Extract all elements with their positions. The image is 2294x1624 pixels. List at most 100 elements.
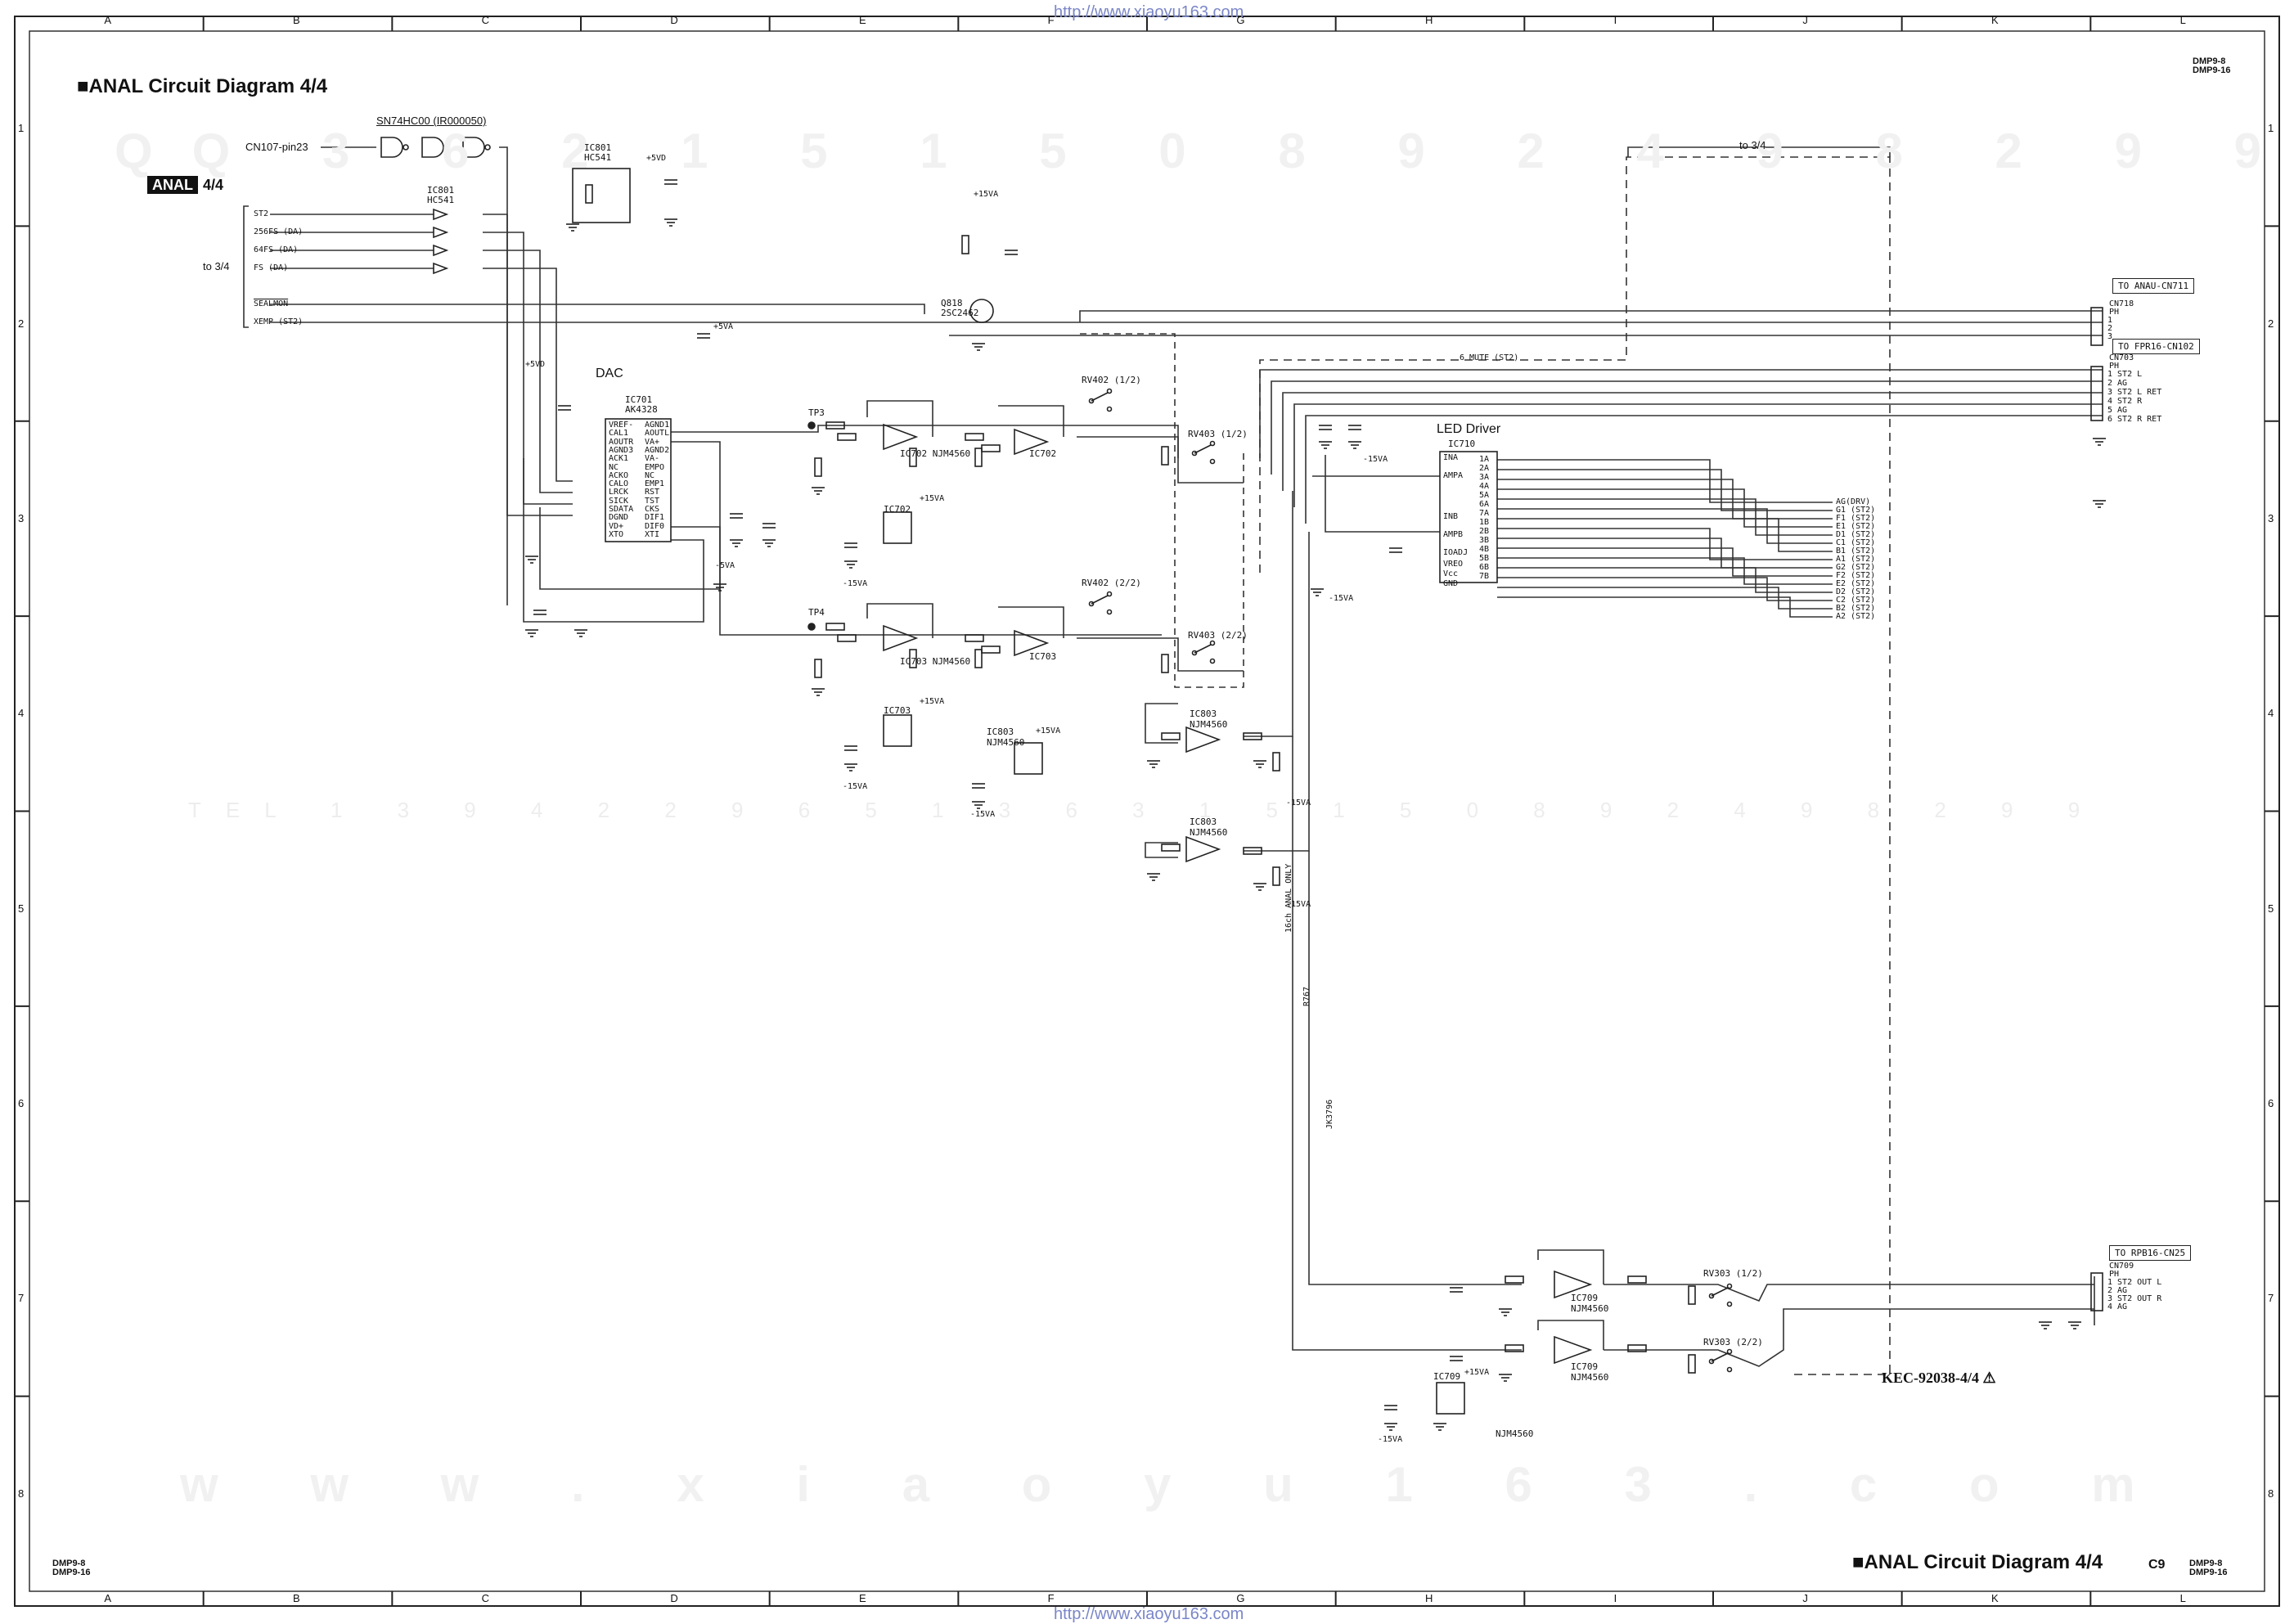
cn703-pin: 5 AG bbox=[2107, 406, 2128, 415]
led-output: D1 (ST2) bbox=[1836, 530, 1876, 539]
dac-pin-right: VA+ bbox=[645, 437, 660, 447]
cn703-pin: 1 ST2 L bbox=[2107, 370, 2143, 379]
ic803a-out bbox=[1244, 491, 1293, 737]
grid-row-label-right: 8 bbox=[2268, 1487, 2274, 1500]
ground-15 bbox=[1253, 883, 1266, 891]
capacitor-10 bbox=[1348, 425, 1361, 430]
cn107-label: CN107-pin23 bbox=[245, 141, 308, 153]
grid-col-label-bottom: C bbox=[481, 1592, 490, 1604]
cn709-pin: 2 AG bbox=[2107, 1286, 2128, 1295]
resistor-v-7 bbox=[1161, 654, 1169, 673]
dac-pin-right: AGND2 bbox=[645, 445, 670, 455]
led-out-wire-3 bbox=[1497, 488, 1833, 528]
led-pin-right: 5A bbox=[1479, 491, 1490, 500]
ic703-label: IC703 NJM4560 bbox=[900, 656, 970, 667]
cn718-ph: PH bbox=[2109, 308, 2120, 317]
ic702-ref: IC702 bbox=[900, 448, 928, 459]
capacitor-2 bbox=[730, 513, 743, 519]
source-url-bottom[interactable]: http://www.xiaoyu163.com bbox=[1054, 1605, 1244, 1623]
ic709a-out bbox=[1604, 1284, 2094, 1302]
resistor-v-1 bbox=[814, 659, 822, 678]
resistor-v-3 bbox=[909, 649, 917, 668]
ic703-feedback bbox=[866, 603, 933, 638]
led-out-wire-6 bbox=[1497, 518, 1833, 552]
mute-dashed-wire bbox=[1080, 333, 1244, 688]
rv403a-wire bbox=[1077, 436, 1244, 484]
ground-6 bbox=[812, 688, 825, 696]
opamp-ic709a bbox=[1554, 1270, 1593, 1299]
nand-bubble-0 bbox=[403, 144, 409, 151]
note-jk3796: JK3796 bbox=[1325, 1099, 1334, 1129]
capacitor-7 bbox=[972, 783, 985, 789]
dac-pin-left: AGND3 bbox=[609, 445, 634, 455]
cn703-wire-0 bbox=[1259, 369, 2103, 458]
led-driver-body bbox=[1439, 451, 1498, 583]
title-square-icon: ■ bbox=[1852, 1551, 1864, 1573]
ground-21 bbox=[2039, 1321, 2052, 1329]
ic801b-body bbox=[572, 168, 631, 223]
opamp-ic703a bbox=[883, 624, 919, 652]
switch-blade bbox=[1194, 644, 1212, 654]
ic709a-ref: IC709 bbox=[1571, 1293, 1599, 1303]
dac-body bbox=[605, 418, 672, 542]
led-pin-right: 3A bbox=[1479, 473, 1490, 482]
resistor-v-0 bbox=[814, 457, 822, 477]
ic702-label: IC702 NJM4560 bbox=[900, 448, 970, 459]
led-pin-right: 6B bbox=[1479, 563, 1490, 572]
section-tag-inverse: ANAL bbox=[147, 176, 198, 194]
cn718-pin: 1 bbox=[2107, 316, 2113, 325]
ground-1 bbox=[525, 629, 538, 637]
grid-col-label-bottom: F bbox=[1047, 1592, 1055, 1604]
led-pin-left: IOADJ bbox=[1443, 548, 1469, 557]
ic801a-ref: IC801 bbox=[427, 185, 455, 196]
led-pin-right: 7B bbox=[1479, 572, 1490, 581]
resistor-v-12 bbox=[961, 235, 969, 254]
rail-pos-ic703: +15VA bbox=[920, 697, 945, 706]
ground-18 bbox=[1499, 1308, 1512, 1316]
led-out-wire-4 bbox=[1497, 498, 1833, 536]
switch-rv-4 bbox=[1708, 1283, 1733, 1307]
source-url-top[interactable]: http://www.xiaoyu163.com bbox=[1054, 3, 1244, 21]
grid-row-label-left: 8 bbox=[18, 1487, 25, 1500]
ic709-supply-box bbox=[1436, 1382, 1465, 1415]
to34-dashed-wire bbox=[1259, 156, 1891, 1375]
grid-col-label-top: E bbox=[859, 14, 866, 26]
led-pin-right: 4B bbox=[1479, 545, 1490, 554]
dac-pin-right: DIF0 bbox=[645, 521, 665, 531]
dac-outr-wire bbox=[671, 441, 1162, 636]
ic703-supply-box bbox=[883, 714, 912, 747]
ic801b-ref: IC801 bbox=[584, 142, 612, 153]
capacitor-9 bbox=[1319, 425, 1332, 430]
switch-contact bbox=[1209, 658, 1216, 664]
rv303a-label: RV303 (1/2) bbox=[1703, 1268, 1763, 1279]
grid-col-label-top: K bbox=[1991, 14, 1999, 26]
resistor-7 bbox=[1161, 843, 1181, 852]
led-output: G1 (ST2) bbox=[1836, 506, 1876, 515]
nand-bubble-1 bbox=[443, 144, 450, 151]
model-tag-bottom-left: DMP9-8 DMP9-16 bbox=[52, 1559, 90, 1577]
signal-256fs: 256FS (DA) bbox=[254, 227, 304, 236]
dac-ic-part: AK4328 bbox=[625, 404, 658, 415]
dac-pin-left: CALO bbox=[609, 479, 629, 489]
opamp-ic803a bbox=[1185, 726, 1221, 754]
dac-pin-left: SICK bbox=[609, 496, 629, 506]
rail-5vd-ic801b: +5VD bbox=[646, 154, 667, 163]
led-output: A2 (ST2) bbox=[1836, 612, 1876, 621]
cn703-pin: 6 ST2 R RET bbox=[2107, 415, 2162, 424]
cn703-pin: 2 AG bbox=[2107, 379, 2128, 388]
grid-row-label-right: 2 bbox=[2268, 317, 2274, 330]
switch-contact bbox=[1708, 1358, 1715, 1365]
rail-neg-ic702: -15VA bbox=[843, 579, 868, 588]
switch-contact bbox=[1726, 1366, 1733, 1373]
switch-blade bbox=[1091, 595, 1109, 605]
ground-19 bbox=[1499, 1374, 1512, 1382]
ic703c-label: IC703 bbox=[884, 705, 911, 716]
dac-label: DAC bbox=[596, 367, 623, 380]
dac-pin-right: DIF1 bbox=[645, 513, 665, 523]
cn718-ref: CN718 bbox=[2109, 299, 2134, 308]
ic703b-label: IC703 bbox=[1029, 651, 1057, 662]
resistor-2 bbox=[981, 444, 1001, 452]
dac-pin-left: VREF- bbox=[609, 421, 634, 430]
